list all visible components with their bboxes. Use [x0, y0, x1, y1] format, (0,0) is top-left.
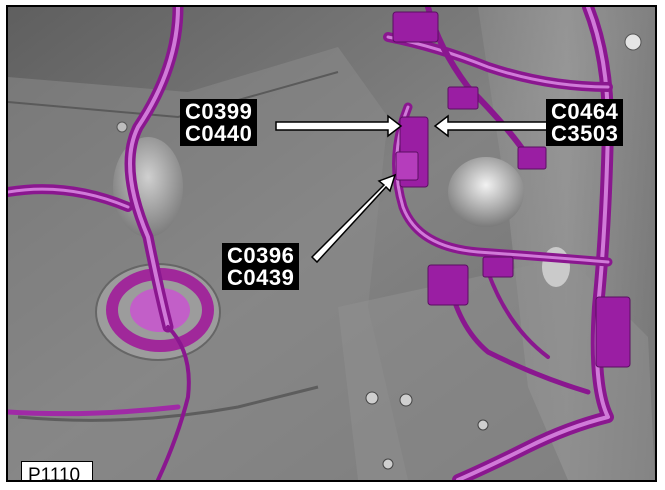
arrow-c0399 [275, 114, 403, 138]
connector-block [595, 296, 631, 368]
callout-label: C3503 [551, 121, 619, 146]
figure-id-label: P1110 [21, 461, 94, 480]
harness-main-vertical-highlight [128, 7, 180, 329]
fastener [399, 393, 413, 407]
target-connector-lower [395, 151, 419, 181]
callout-label: C0440 [185, 121, 253, 146]
panel-bulge-upper [113, 137, 183, 237]
fastener [477, 419, 489, 431]
harness-left-branch-highlight [8, 187, 130, 209]
harness-lower-branch-2 [486, 270, 550, 359]
illustration-frame: C0399 C0440 C0464 C3503 C0396 C0439 P111… [6, 5, 657, 482]
callout-lower-left: C0396 C0439 [222, 243, 300, 290]
connector-block [427, 264, 469, 306]
arrow-c0396 [310, 173, 397, 264]
panel-bulge-right [448, 157, 524, 227]
fastener [624, 33, 642, 51]
fastener [382, 458, 394, 470]
fastener [365, 391, 379, 405]
arrow-c0464 [433, 114, 554, 138]
callout-arrows [275, 114, 554, 264]
callout-label: C0399 [185, 99, 253, 124]
harness-tail-to-grommet [156, 325, 191, 480]
harness-upper-branch-highlight [386, 35, 610, 89]
panel-crease-upper [8, 71, 339, 119]
connector-block [392, 11, 439, 43]
connector-block [517, 146, 547, 170]
harness-lower-branch [445, 274, 591, 395]
inner-door-panel [8, 47, 408, 480]
connector-block [447, 86, 479, 110]
callout-label: C0439 [227, 265, 295, 290]
callout-upper-left: C0399 C0440 [180, 99, 258, 146]
callout-upper-right: C0464 C3503 [546, 99, 624, 146]
harness-bottom-wire [8, 404, 181, 417]
callout-label: C0396 [227, 243, 295, 268]
fastener [116, 121, 128, 133]
connector-block [482, 256, 514, 278]
panel-crease-lower [17, 385, 319, 422]
callout-label: C0464 [551, 99, 619, 124]
door-panel-illustration [8, 7, 655, 480]
